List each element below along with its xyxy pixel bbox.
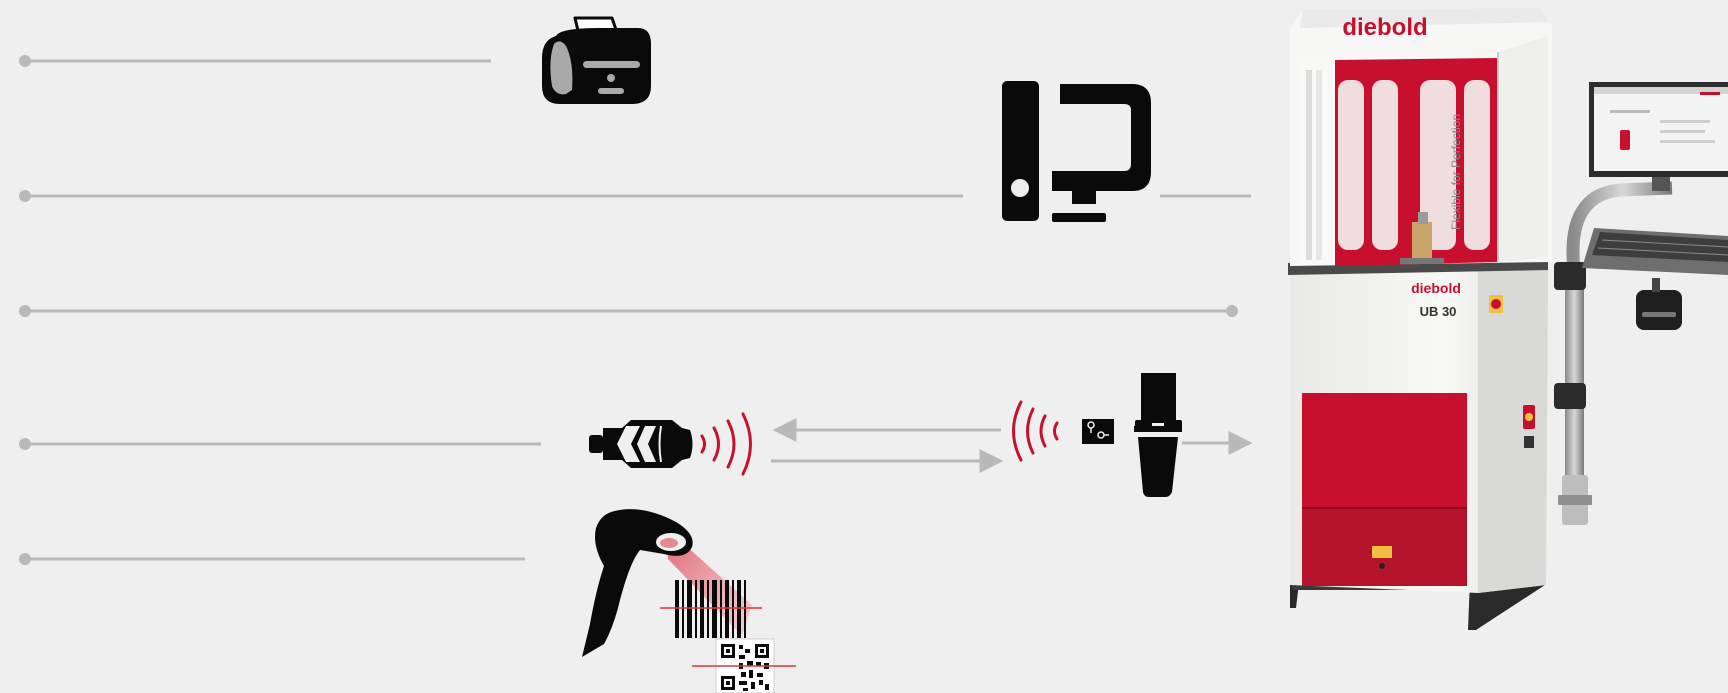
machine-model-label: UB 30 [1420, 304, 1457, 319]
qr-code-icon [692, 639, 796, 693]
computer-connector [19, 190, 1251, 202]
rfid-chip-icon [1014, 402, 1115, 460]
label-printer-icon [542, 18, 651, 104]
scanner-connector [19, 553, 525, 565]
machine-front-logo: diebold [1411, 280, 1461, 296]
rfid-connector [19, 438, 541, 450]
rfid-reader-icon [589, 414, 751, 474]
network-connector [19, 305, 1238, 317]
machine-slogan: Flexible for Perfection [1449, 114, 1463, 230]
workstation-arm [1554, 82, 1728, 525]
computer-icon [1002, 81, 1151, 222]
machine-top-logo: diebold [1342, 14, 1427, 41]
balancing-machine-image: diebold UB 30 diebold [1288, 8, 1728, 630]
connector-lines [19, 55, 1251, 565]
printer-connector [19, 55, 491, 67]
tool-holder-icon [1134, 373, 1182, 497]
